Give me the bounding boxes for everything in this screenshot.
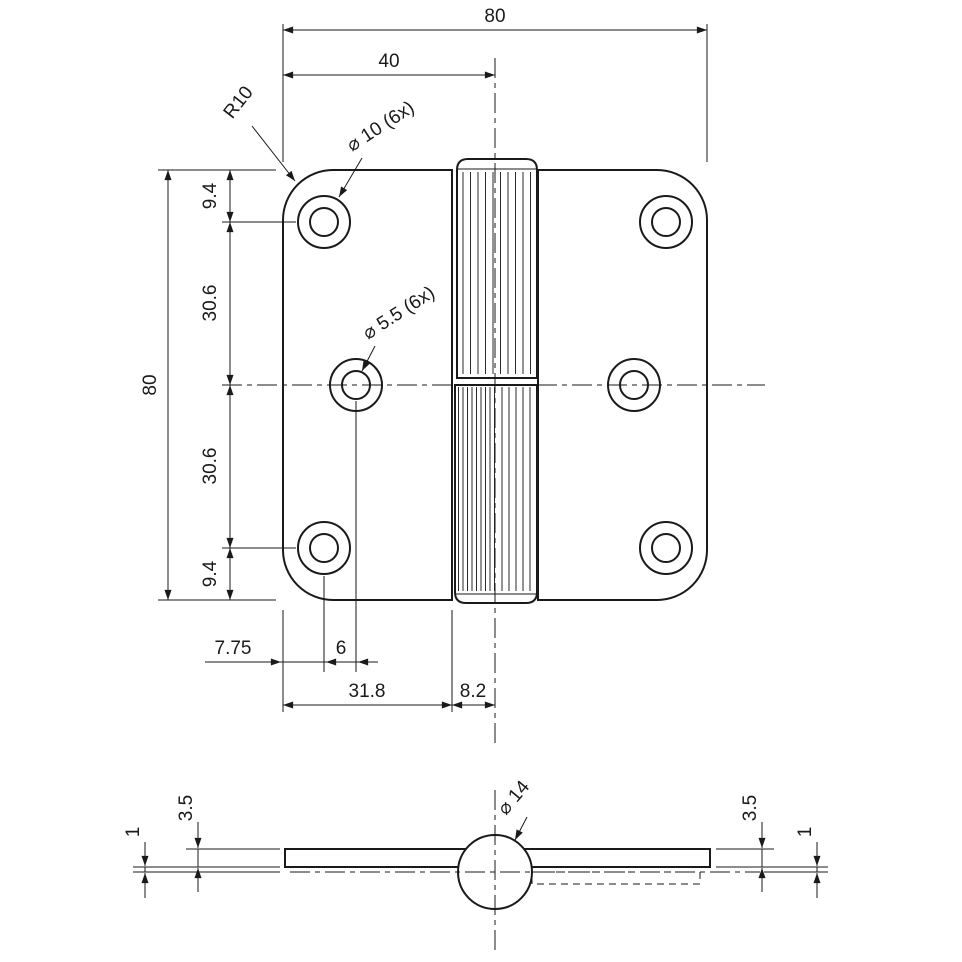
- extension-lines: [158, 24, 708, 712]
- leader-corner-radius: [251, 125, 296, 182]
- dim-hole-large: ⌀ 10 (6x): [343, 97, 418, 156]
- hole-top-right: [639, 195, 693, 249]
- lower-knuckle-knurl-sparse: [501, 387, 531, 591]
- dim-corner-radius: R10: [220, 82, 258, 122]
- dim-right-thickness: 3.5: [740, 795, 761, 821]
- dim-leaf-width: 31.8: [349, 681, 386, 702]
- dim-half-width: 40: [378, 51, 399, 72]
- dim-left-offset: 1: [123, 827, 144, 838]
- dim-chain-lower-mid: 30.6: [200, 448, 221, 485]
- dimension-lines: [164, 26, 707, 709]
- dim-total-height: 80: [140, 374, 161, 395]
- upper-knuckle-knurl: [462, 172, 531, 374]
- side-dimension-lines: [141, 822, 821, 898]
- dim-left-thickness: 3.5: [176, 795, 197, 821]
- dim-barrel-diameter: ⌀ 14: [494, 776, 535, 819]
- hole-bottom-right: [639, 521, 693, 575]
- dim-mid-hole-offset: 6: [336, 638, 347, 659]
- dim-chain-top: 9.4: [200, 182, 221, 209]
- hole-bottom-left: [297, 521, 351, 575]
- dim-edge-to-hole: 7.75: [215, 638, 252, 659]
- side-view: ⌀ 14 3.5 1 3.5 1: [123, 776, 828, 952]
- hole-top-left: [297, 195, 351, 249]
- dim-chain-bottom: 9.4: [200, 560, 221, 587]
- dim-total-width: 80: [484, 6, 505, 27]
- dim-right-offset: 1: [795, 827, 816, 838]
- upper-knuckle: [456, 158, 538, 379]
- hidden-leaf-outline: [531, 871, 701, 885]
- front-view: 80 40 R10 ⌀ 10 (6x) ⌀ 5.5 (6x) 9.4 30.6 …: [140, 6, 765, 748]
- dim-chain-upper-mid: 30.6: [200, 285, 221, 322]
- dim-leaf-to-center: 8.2: [460, 681, 486, 702]
- side-right-leaf: [520, 848, 711, 868]
- leader-barrel-diameter: [514, 816, 528, 841]
- side-left-leaf: [284, 848, 470, 868]
- leader-hole-large: [338, 157, 363, 198]
- leader-hole-small: [361, 345, 376, 372]
